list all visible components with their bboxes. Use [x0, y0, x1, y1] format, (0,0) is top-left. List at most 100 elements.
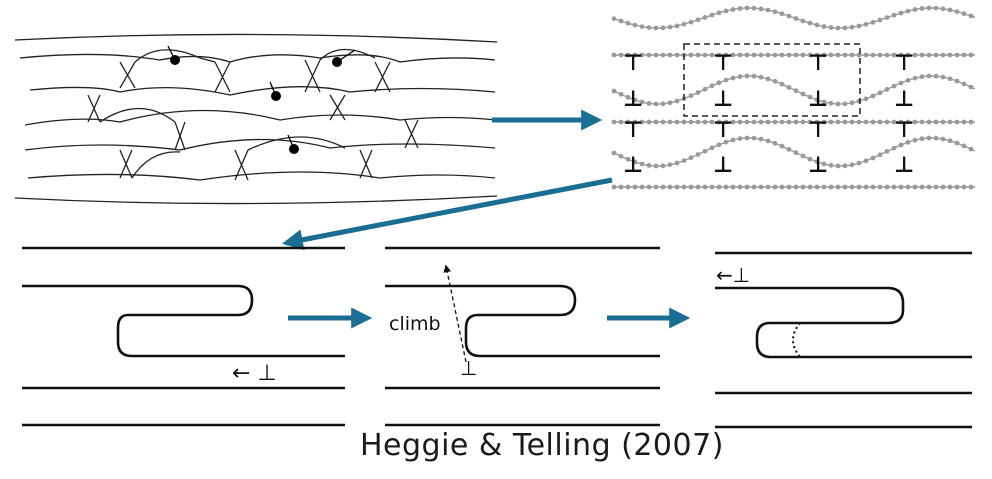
atom: [709, 12, 715, 18]
atom: [758, 184, 764, 190]
atom: [842, 163, 848, 169]
atom: [744, 119, 750, 125]
atom: [772, 184, 778, 190]
dislocation-up-symbol: ⊤: [713, 51, 733, 76]
fold-dotted-curve: [792, 322, 801, 358]
dislocation-up-symbol: ⊤: [894, 118, 914, 143]
atom: [905, 8, 911, 14]
atom: [625, 94, 631, 100]
atom: [940, 74, 946, 80]
atom: [646, 101, 652, 106]
atom: [828, 184, 834, 190]
atom: [632, 159, 638, 165]
atom: [611, 16, 617, 22]
atom: [688, 155, 694, 161]
dislocation-down-symbol: ⊥: [808, 153, 828, 178]
atom: [646, 52, 652, 58]
atom: [891, 184, 897, 190]
climb-path: [443, 264, 467, 363]
dislocation-move-left-label: ← ⊥: [232, 361, 277, 386]
atom: [842, 101, 848, 107]
dislocation-down-symbol: ⊥: [623, 87, 643, 112]
atom: [807, 20, 813, 26]
atom: [660, 52, 666, 58]
atom: [793, 52, 799, 58]
atom: [730, 119, 736, 125]
atom: [716, 52, 722, 58]
atom: [842, 184, 848, 190]
atom: [737, 136, 743, 142]
atom: [625, 20, 631, 26]
atom: [961, 119, 967, 125]
atom: [912, 184, 918, 190]
atom: [611, 52, 617, 58]
atom: [877, 184, 883, 190]
atom: [688, 184, 694, 190]
atom: [695, 90, 701, 95]
atom: [877, 119, 883, 125]
atom: [800, 153, 806, 159]
atom: [653, 163, 659, 169]
atom: [653, 101, 659, 107]
atom: [716, 80, 722, 86]
atom: [954, 119, 960, 125]
atom: [639, 24, 645, 29]
atom: [926, 119, 932, 125]
atom: [933, 119, 939, 125]
atom: [618, 153, 624, 159]
atom: [828, 119, 834, 125]
atom: [877, 152, 883, 158]
atom: [807, 184, 813, 190]
atom: [849, 52, 855, 58]
atom: [898, 119, 904, 125]
atom: [786, 147, 792, 152]
atom: [919, 119, 925, 125]
atom: [954, 78, 960, 84]
atom: [723, 119, 729, 125]
atom: [765, 7, 771, 13]
atom: [856, 23, 862, 29]
arrow-diagonal: [281, 177, 613, 251]
atom: [800, 52, 806, 58]
graphite-grains-panel: [14, 33, 498, 205]
atom: [716, 10, 722, 16]
atom: [863, 21, 869, 27]
atom: [912, 119, 918, 125]
atom: [779, 184, 785, 190]
atom: [954, 140, 960, 146]
atom: [877, 90, 883, 96]
atom: [730, 75, 736, 81]
atom: [681, 119, 687, 125]
atom: [856, 184, 862, 190]
atom: [793, 150, 799, 156]
atom: [821, 52, 827, 58]
atom: [660, 119, 666, 125]
atom: [954, 52, 960, 58]
atom: [856, 119, 862, 125]
atom: [877, 52, 883, 58]
atom: [891, 119, 897, 125]
atom: [891, 145, 897, 151]
atom: [835, 119, 841, 125]
atom: [898, 52, 904, 58]
atom: [723, 184, 729, 190]
atom: [912, 52, 918, 58]
atom: [702, 148, 708, 154]
atom: [849, 162, 855, 168]
atom: [695, 52, 701, 58]
atom: [947, 76, 953, 82]
atom: [891, 52, 897, 58]
atom: [772, 119, 778, 125]
atom: [849, 184, 855, 190]
atom: [786, 52, 792, 58]
atom: [709, 52, 715, 58]
atom: [800, 184, 806, 190]
atom: [870, 184, 876, 190]
atom: [639, 161, 645, 167]
atom: [681, 21, 687, 27]
atom: [842, 52, 848, 58]
atom: [786, 13, 792, 19]
atom: [702, 52, 708, 58]
atom: [926, 184, 932, 190]
atom: [828, 100, 834, 106]
